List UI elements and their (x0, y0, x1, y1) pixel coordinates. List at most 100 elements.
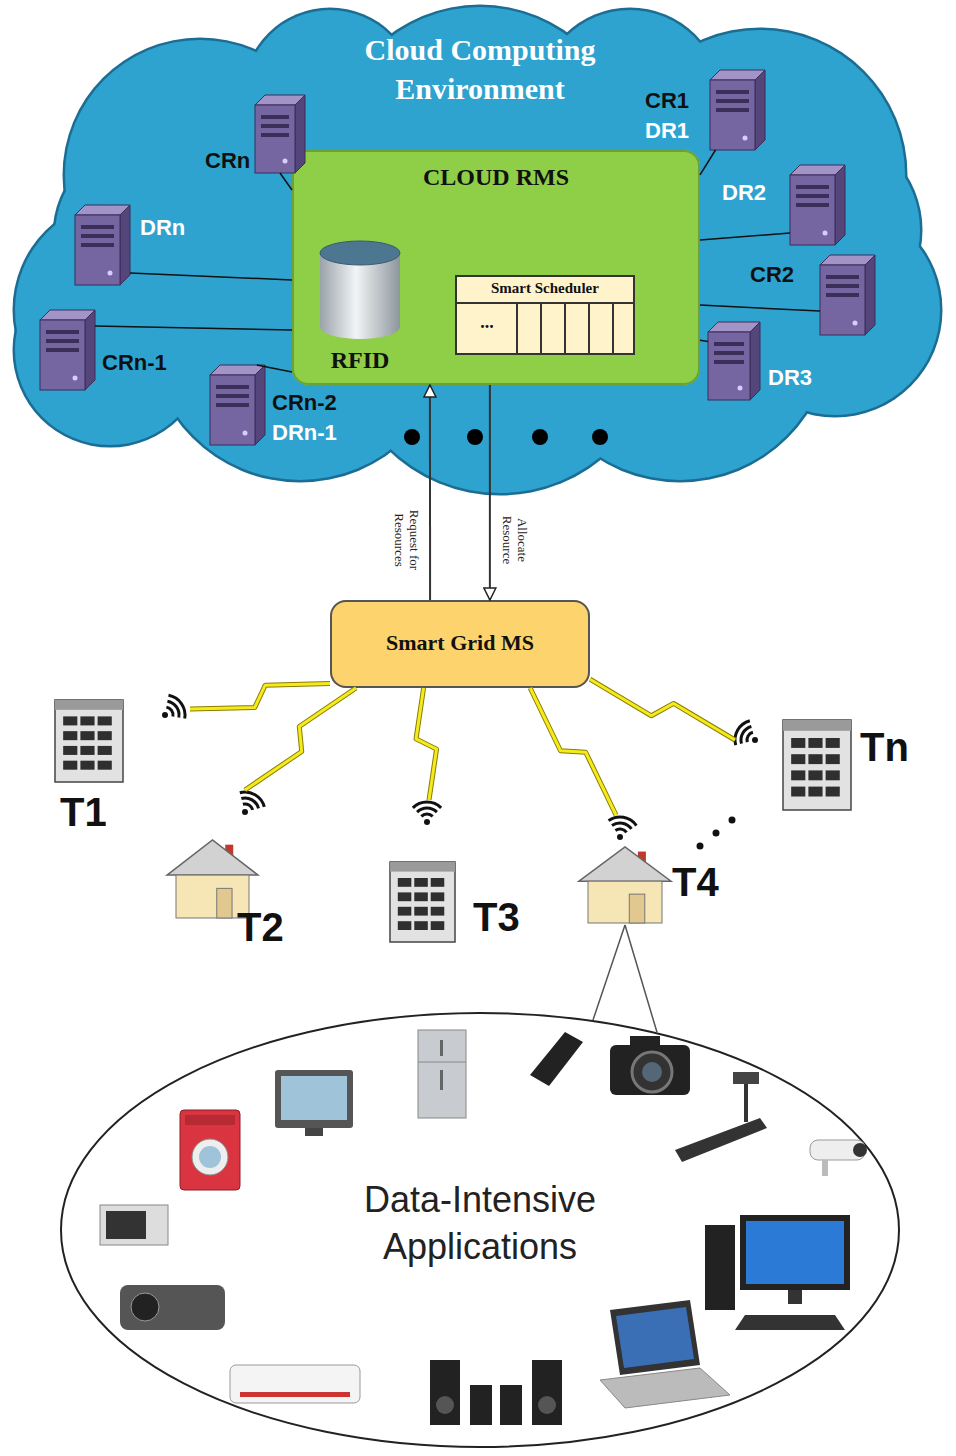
building-icon (791, 738, 805, 748)
server-tower (46, 330, 79, 334)
connection-line (130, 273, 292, 280)
server-tower (820, 265, 865, 335)
building-icon (826, 754, 840, 764)
house-icon (588, 881, 662, 923)
building-icon (55, 700, 123, 710)
server-tower (835, 165, 845, 245)
appliance-icons (192, 1139, 228, 1175)
appliance-icons (430, 1360, 460, 1425)
server-tower (243, 431, 248, 436)
wireless-link (416, 688, 437, 800)
server-tower (826, 284, 859, 288)
wireless-symbol (421, 814, 432, 816)
wireless-link (530, 688, 616, 815)
wireless-symbol (168, 695, 185, 718)
queue-dots: ... (459, 312, 515, 333)
ellipsis-dots (697, 817, 736, 850)
server-tower (120, 205, 130, 285)
wireless-symbol (162, 712, 168, 718)
management-box: CLOUD RMSRFIDSmart Scheduler (292, 150, 700, 385)
connection-line (257, 365, 292, 372)
server-icon: DR2 (790, 165, 845, 245)
server-tower (823, 231, 828, 236)
terminal-label: T4 (672, 860, 719, 905)
wireless-symbol (413, 802, 441, 808)
appliance-icons (436, 1396, 454, 1414)
terminal-label: Tn (860, 725, 909, 770)
wireless-symbol (609, 817, 637, 840)
appliance-icons (500, 1385, 522, 1425)
server-shape (255, 95, 305, 173)
tnode-shape (580, 815, 670, 925)
appliance-icons (185, 1115, 235, 1125)
building-icon (808, 738, 822, 748)
server-tower (255, 365, 265, 445)
connection-line (700, 150, 716, 175)
resource-label: DRn-1 (272, 420, 337, 446)
appliance-icons (418, 1062, 466, 1063)
database-cylinder (320, 241, 400, 265)
server-tower (210, 375, 255, 445)
cloud-region: Cloud Computing EnvironmentCLOUD RMSRFID… (10, 0, 946, 495)
wireless-symbol (417, 808, 437, 812)
appliance-icons (616, 1307, 694, 1368)
scheduler-title: Smart Scheduler (455, 280, 635, 297)
wireless-symbol (752, 737, 758, 743)
building-icon (431, 921, 445, 930)
wireless-symbol (240, 792, 264, 815)
house-icon (579, 847, 671, 923)
server-tower (790, 175, 835, 245)
continuation-dots (467, 429, 483, 445)
server-tower (40, 320, 85, 390)
server-tower (708, 332, 750, 400)
wireless-link (530, 688, 616, 815)
wireless-symbol (741, 726, 751, 743)
server-tower (85, 310, 95, 390)
box-title: CLOUD RMS (292, 164, 700, 191)
server-icon: DRn (75, 205, 130, 285)
callout-bracket (593, 925, 657, 1032)
queue-cells (516, 303, 518, 355)
ellipsis-dots (713, 830, 720, 837)
connection-line (95, 326, 292, 330)
wireless-link (590, 679, 735, 740)
terminal-label: T3 (473, 895, 520, 940)
server-tower (81, 234, 114, 238)
appliance-icons (281, 1076, 347, 1120)
building-icon (791, 787, 805, 797)
server-tower (216, 385, 249, 389)
building-icon (55, 700, 123, 782)
wireless-link (245, 688, 356, 790)
house-icon (579, 847, 671, 881)
tnode-shape (55, 690, 190, 785)
server-tower (853, 321, 858, 326)
server-tower (261, 124, 289, 128)
appliance-icons (740, 1215, 850, 1290)
wireless-symbol (609, 817, 637, 826)
terminal-building: Tn (735, 715, 855, 815)
server-tower (216, 394, 249, 398)
server-tower (755, 70, 765, 150)
server-tower (210, 365, 265, 445)
edge-label: Allocate Resource (499, 504, 529, 576)
appliance-icons (538, 1396, 556, 1414)
appliance-icons (440, 1070, 443, 1090)
wireless-symbol (612, 823, 631, 829)
building-icon (791, 754, 805, 764)
building-icon (808, 770, 822, 780)
appliance-icons (120, 1285, 225, 1330)
building-icon (783, 720, 851, 810)
terminal-house: T2 (165, 790, 265, 920)
application-title: Data-Intensive Applications (310, 1177, 650, 1271)
appliance-icons (230, 1365, 360, 1403)
resource-label: CR2 (750, 262, 794, 288)
group-ellipse (61, 1013, 899, 1447)
wireless-link (190, 684, 330, 709)
request-arrow (429, 385, 430, 600)
wireless-link (190, 684, 330, 709)
building-icon (98, 716, 112, 725)
resource-label: CRn-1 (102, 350, 167, 376)
building-icon (398, 907, 412, 916)
request-arrow (429, 385, 431, 600)
